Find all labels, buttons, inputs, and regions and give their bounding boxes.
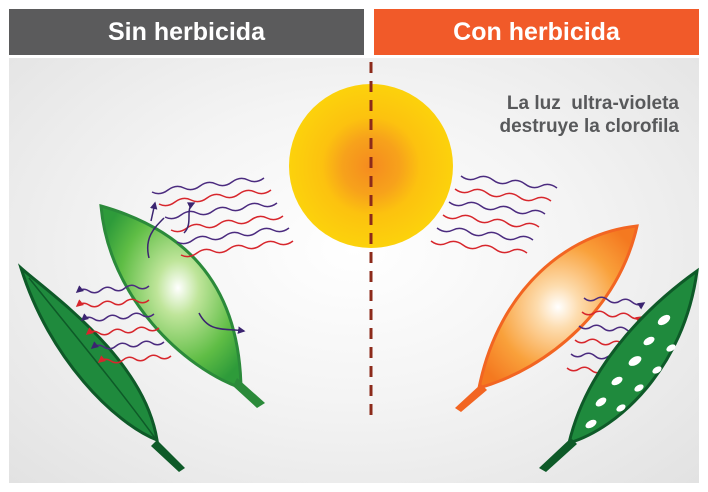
- uv-waves-right: [430, 175, 558, 254]
- uv-waves-left: [147, 177, 294, 334]
- header-sin-herbicida: Sin herbicida: [9, 9, 364, 55]
- uv-waves-left-transmitted: [75, 284, 172, 364]
- caption-line-2: destruye la clorofila: [499, 116, 679, 137]
- illustration-svg: [17, 62, 699, 472]
- damaged-leaf-right: [539, 267, 699, 472]
- illustration-area: La luz ultra-violeta destruye la clorofi…: [9, 58, 699, 483]
- chlorophyll-damage-spots: [585, 314, 676, 429]
- healthy-leaf-left: [17, 263, 185, 472]
- uv-caption: La luz ultra-violeta destruye la clorofi…: [499, 92, 679, 138]
- caption-line-1: La luz ultra-violeta: [506, 93, 679, 114]
- header-con-herbicida: Con herbicida: [374, 9, 699, 55]
